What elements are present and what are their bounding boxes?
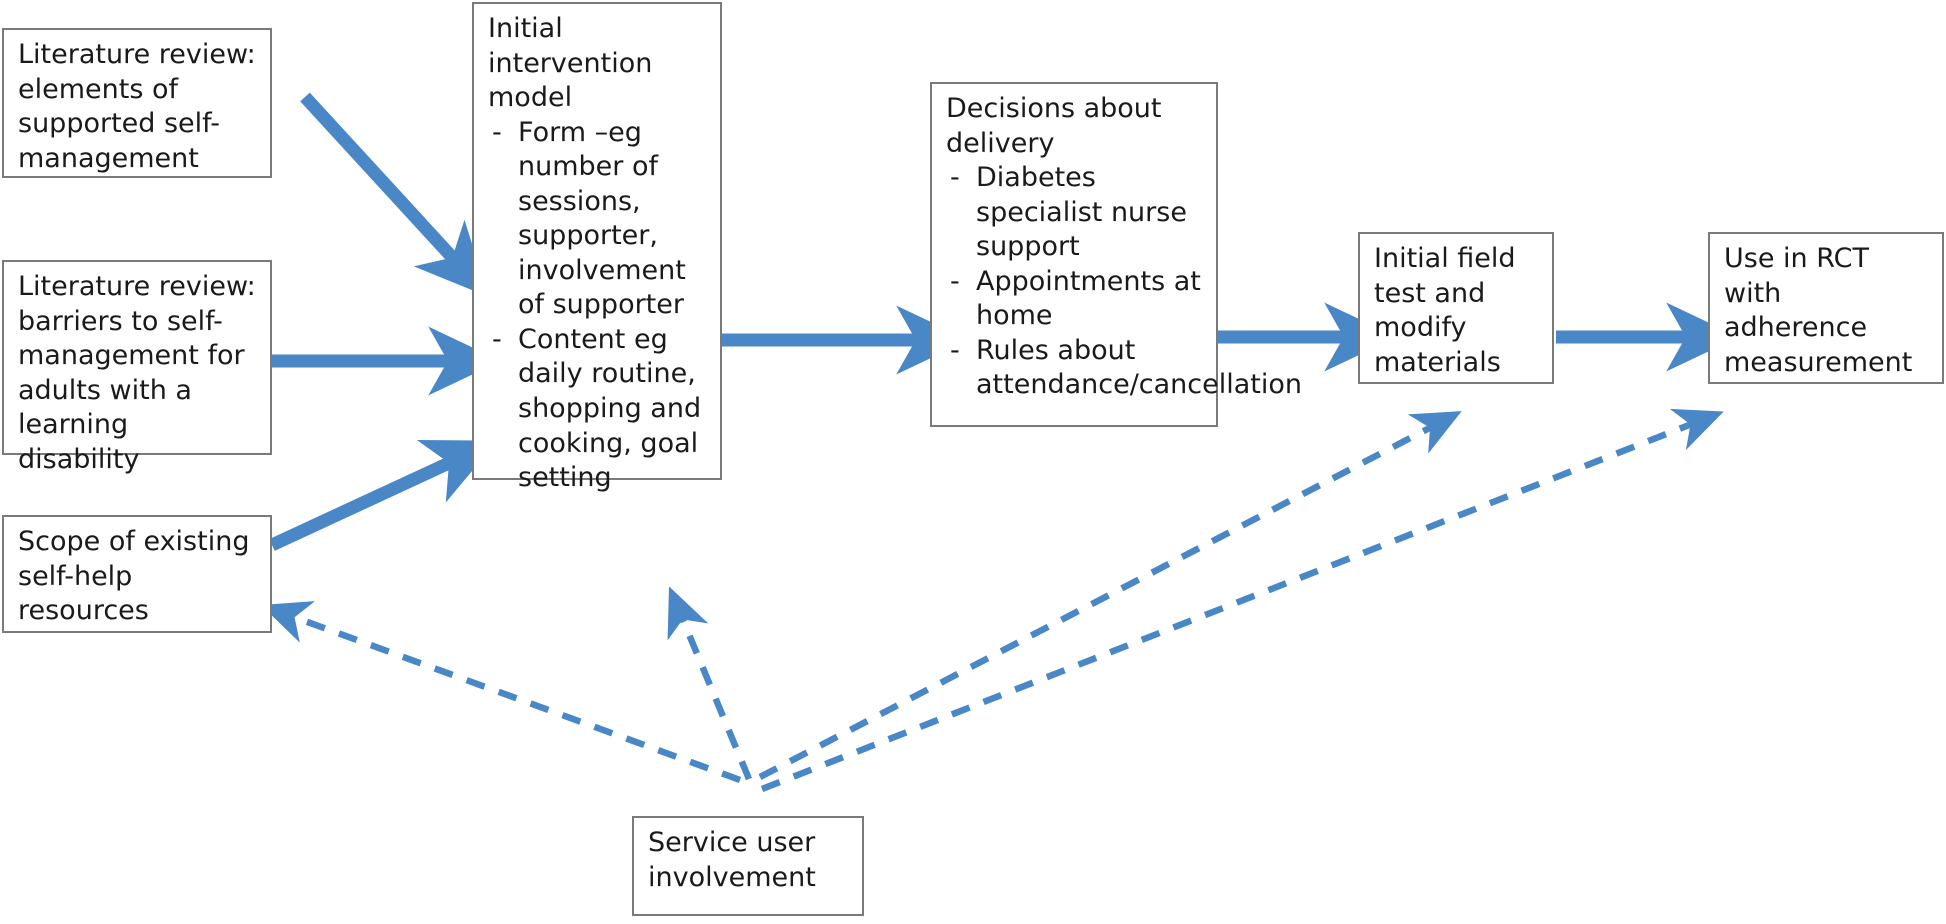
edge-involvement-to-model — [667, 586, 753, 781]
node-use-in-rct-title: Use in RCT with adherence measurement — [1724, 243, 1913, 378]
node-initial-intervention-model-title: Initial intervention model — [488, 13, 653, 114]
node-initial-intervention-model-bullets: Form –eg number of sessions, supporter, … — [488, 116, 708, 496]
node-initial-intervention-model[interactable]: Initial intervention model Form –eg numb… — [472, 2, 722, 493]
bullet-item: Diabetes specialist nurse support — [946, 161, 1204, 265]
node-use-in-rct[interactable]: Use in RCT with adherence measurement — [1708, 232, 1944, 384]
node-decisions-about-delivery-title: Decisions about delivery — [946, 93, 1162, 159]
node-initial-field-test-title: Initial field test and modify materials — [1374, 243, 1516, 378]
node-initial-field-test[interactable]: Initial field test and modify materials — [1358, 232, 1554, 384]
bullet-item: Content eg daily routine, shopping and c… — [488, 323, 708, 496]
node-scope-self-help[interactable]: Scope of existing self-help resources — [2, 515, 272, 633]
node-scope-self-help-title: Scope of existing self-help resources — [18, 526, 250, 627]
edge-scope-to-model — [269, 439, 498, 551]
edge-involvement-to-scope — [261, 601, 742, 784]
node-lit-review-barriers[interactable]: Literature review: barriers to self-mana… — [2, 260, 272, 475]
bullet-item: Rules about attendance/cancellation — [946, 334, 1302, 403]
bullet-item: Form –eg number of sessions, supporter, … — [488, 116, 708, 323]
node-service-user-involvement[interactable]: Service user involvement — [632, 816, 864, 916]
node-decisions-about-delivery[interactable]: Decisions about delivery Diabetes specia… — [930, 82, 1302, 427]
edge-involvement-to-field-test — [758, 411, 1462, 780]
node-lit-review-barriers-title: Literature review: barriers to self-mana… — [18, 271, 256, 475]
node-service-user-involvement-title: Service user involvement — [648, 827, 816, 893]
edge-elements-to-model — [300, 92, 489, 297]
node-lit-review-elements-title: Literature review: elements of supported… — [18, 39, 256, 174]
edge-involvement-to-rct — [760, 408, 1724, 793]
node-lit-review-elements[interactable]: Literature review: elements of supported… — [2, 28, 272, 178]
node-decisions-about-delivery-bullets: Diabetes specialist nurse support Appoin… — [946, 161, 1302, 403]
bullet-item: Appointments at home — [946, 265, 1204, 334]
